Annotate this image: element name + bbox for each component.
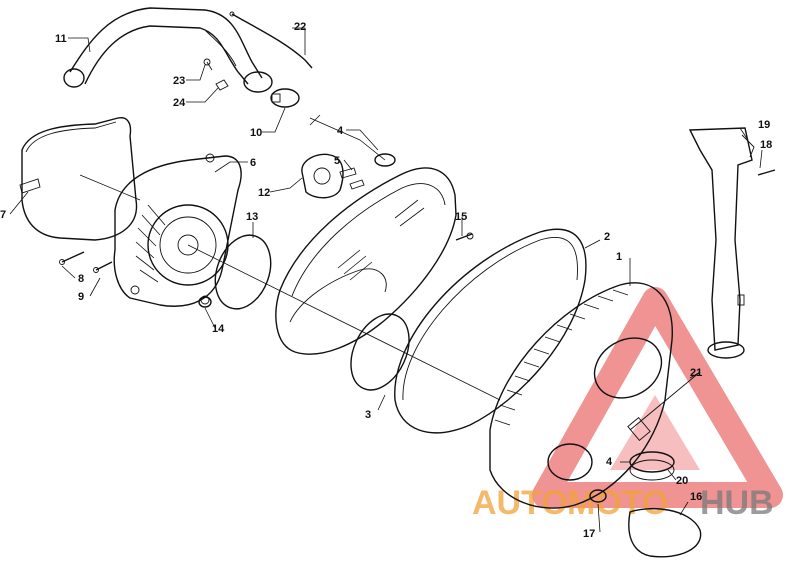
bolt-part-9	[93, 261, 113, 273]
watermark-logo	[532, 287, 783, 508]
flange-plate-part	[301, 153, 344, 199]
seal-ring-part	[350, 313, 410, 391]
rod-part	[229, 11, 313, 69]
watermark-auto: AUTO	[472, 484, 568, 522]
callout-11: 11	[55, 33, 67, 45]
leader-lines	[9, 27, 763, 533]
drive-belt-part	[394, 228, 587, 434]
callout-3: 3	[365, 409, 371, 421]
outer-cover-part	[489, 282, 673, 509]
callout-8: 8	[78, 273, 84, 285]
assembly-centerlines	[79, 114, 501, 401]
hardware-part-24	[215, 79, 229, 91]
callout-6: 6	[250, 157, 256, 169]
intake-duct-part	[63, 7, 273, 93]
callout-inner-4: 4	[606, 456, 613, 468]
callout-13: 13	[246, 211, 258, 223]
fan-housing-part	[113, 153, 242, 307]
callout-12: 12	[258, 187, 270, 199]
bushing-part	[198, 296, 212, 308]
callout-18: 18	[760, 139, 772, 151]
hardware-part-23	[203, 58, 213, 71]
housing-fins	[135, 204, 166, 283]
callout-15: 15	[455, 211, 467, 223]
callout-16: 16	[690, 491, 702, 503]
callout-23: 23	[173, 75, 185, 87]
o-ring-part	[214, 234, 272, 310]
callout-14: 14	[212, 323, 225, 335]
callout-19: 19	[758, 119, 770, 131]
callout-24: 24	[173, 97, 186, 109]
callout-22: 22	[294, 21, 306, 33]
strap-part	[627, 371, 701, 442]
part-callouts: 11 22 23 24 10 4 5 6 12 7 13 15 8 9 14 2…	[0, 21, 772, 540]
watermark-triangle	[532, 287, 783, 508]
callout-9: 9	[78, 291, 84, 303]
inner-cover-part	[275, 153, 457, 355]
pin-part	[339, 167, 365, 190]
watermark-text: AUTO MOTO HUB	[472, 484, 774, 522]
watermark-hub: HUB	[700, 484, 774, 522]
callout-1: 1	[616, 251, 622, 263]
cover-fins	[494, 289, 629, 426]
callout-2: 2	[604, 231, 610, 243]
bolt-part-8	[59, 251, 85, 265]
callout-21: 21	[690, 367, 702, 379]
callout-20: 20	[676, 475, 688, 487]
gasket-part	[19, 117, 138, 241]
watermark-triangle-inner	[610, 395, 700, 470]
callout-10: 10	[250, 127, 262, 139]
callout-7: 7	[0, 209, 6, 221]
screw-part	[455, 232, 474, 241]
elbow-part	[628, 507, 702, 558]
watermark-moto: MOTO	[567, 484, 668, 522]
callout-17: 17	[583, 528, 595, 540]
callout-5: 5	[334, 155, 340, 167]
clamp-part	[270, 88, 300, 108]
snorkel-screw-part	[757, 169, 776, 176]
inner-cover-ribs	[337, 199, 425, 281]
callout-4: 4	[337, 125, 344, 137]
bushing-part-17	[589, 489, 607, 503]
snorkel-part	[688, 127, 755, 359]
